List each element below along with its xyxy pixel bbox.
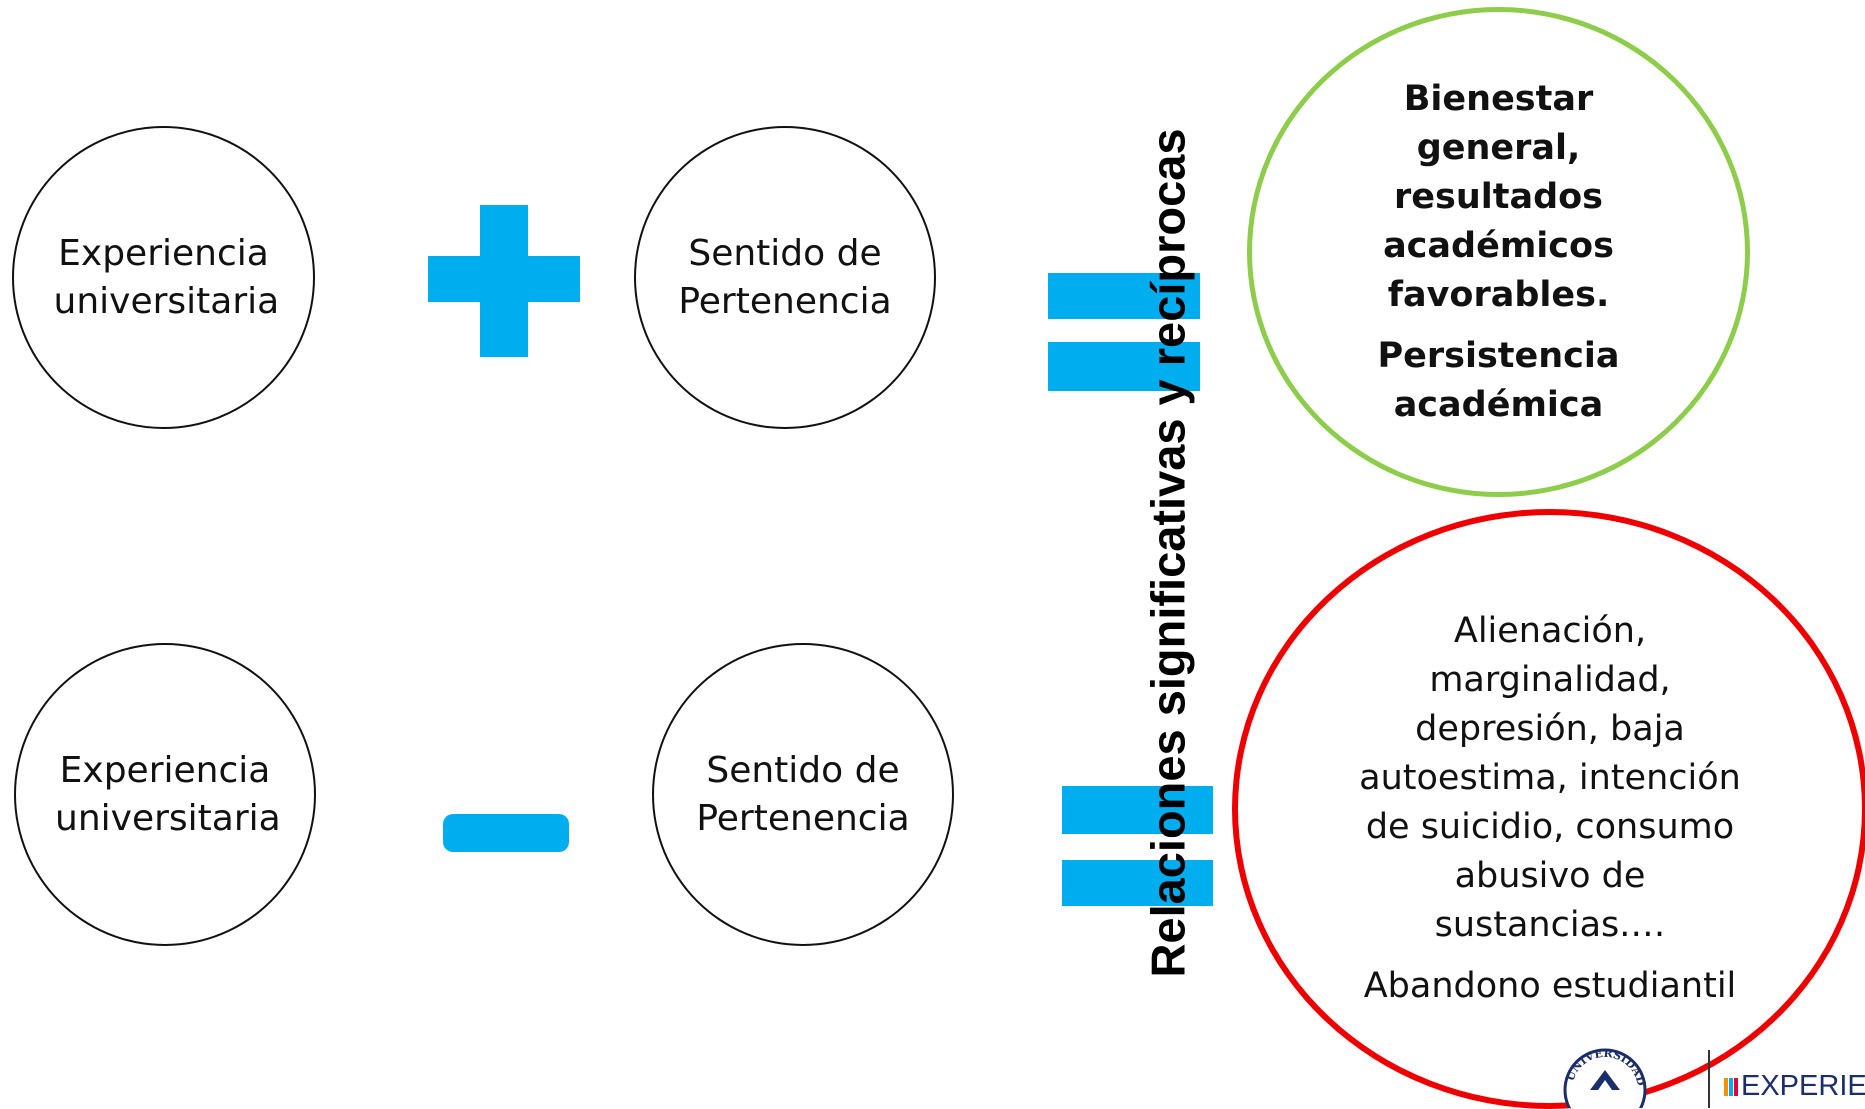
negative-outcome-circle: Alienación, marginalidad, depresión, baj… <box>1232 509 1865 1109</box>
minus-icon <box>443 814 569 852</box>
experience-circle-bottom: Experiencia universitaria <box>14 643 316 946</box>
wordmark-text: EXPERIEN <box>1741 1070 1865 1102</box>
belonging-circle-top: Sentido de Pertenencia <box>634 126 936 429</box>
positive-outcome-persistence: Persistencia académica <box>1377 335 1620 425</box>
positive-outcome-circle: Bienestar general, resultados académicos… <box>1247 7 1750 497</box>
negative-outcome-dropout: Abandono estudiantil <box>1363 966 1737 1006</box>
belonging-label-bottom: Sentido de Pertenencia <box>696 749 910 839</box>
experience-label-bottom: Experiencia universitaria <box>55 749 281 839</box>
logo-divider <box>1708 1050 1710 1108</box>
positive-outcome-text: Bienestar general, resultados académicos… <box>1383 78 1614 315</box>
university-seal-logo: UNIVERSIDAD <box>1560 1040 1650 1108</box>
experience-wordmark: EXPERIEN <box>1724 1070 1865 1108</box>
vertical-title: Relaciones significativas y recíprocas <box>1141 128 1195 978</box>
belonging-label-top: Sentido de Pertenencia <box>678 232 892 322</box>
experience-label-top: Experiencia universitaria <box>53 232 280 322</box>
negative-outcome-text: Alienación, marginalidad, depresión, baj… <box>1359 611 1741 945</box>
wordmark-icon <box>1724 1076 1738 1098</box>
belonging-circle-bottom: Sentido de Pertenencia <box>652 643 954 946</box>
experience-circle-top: Experiencia universitaria <box>12 126 315 429</box>
